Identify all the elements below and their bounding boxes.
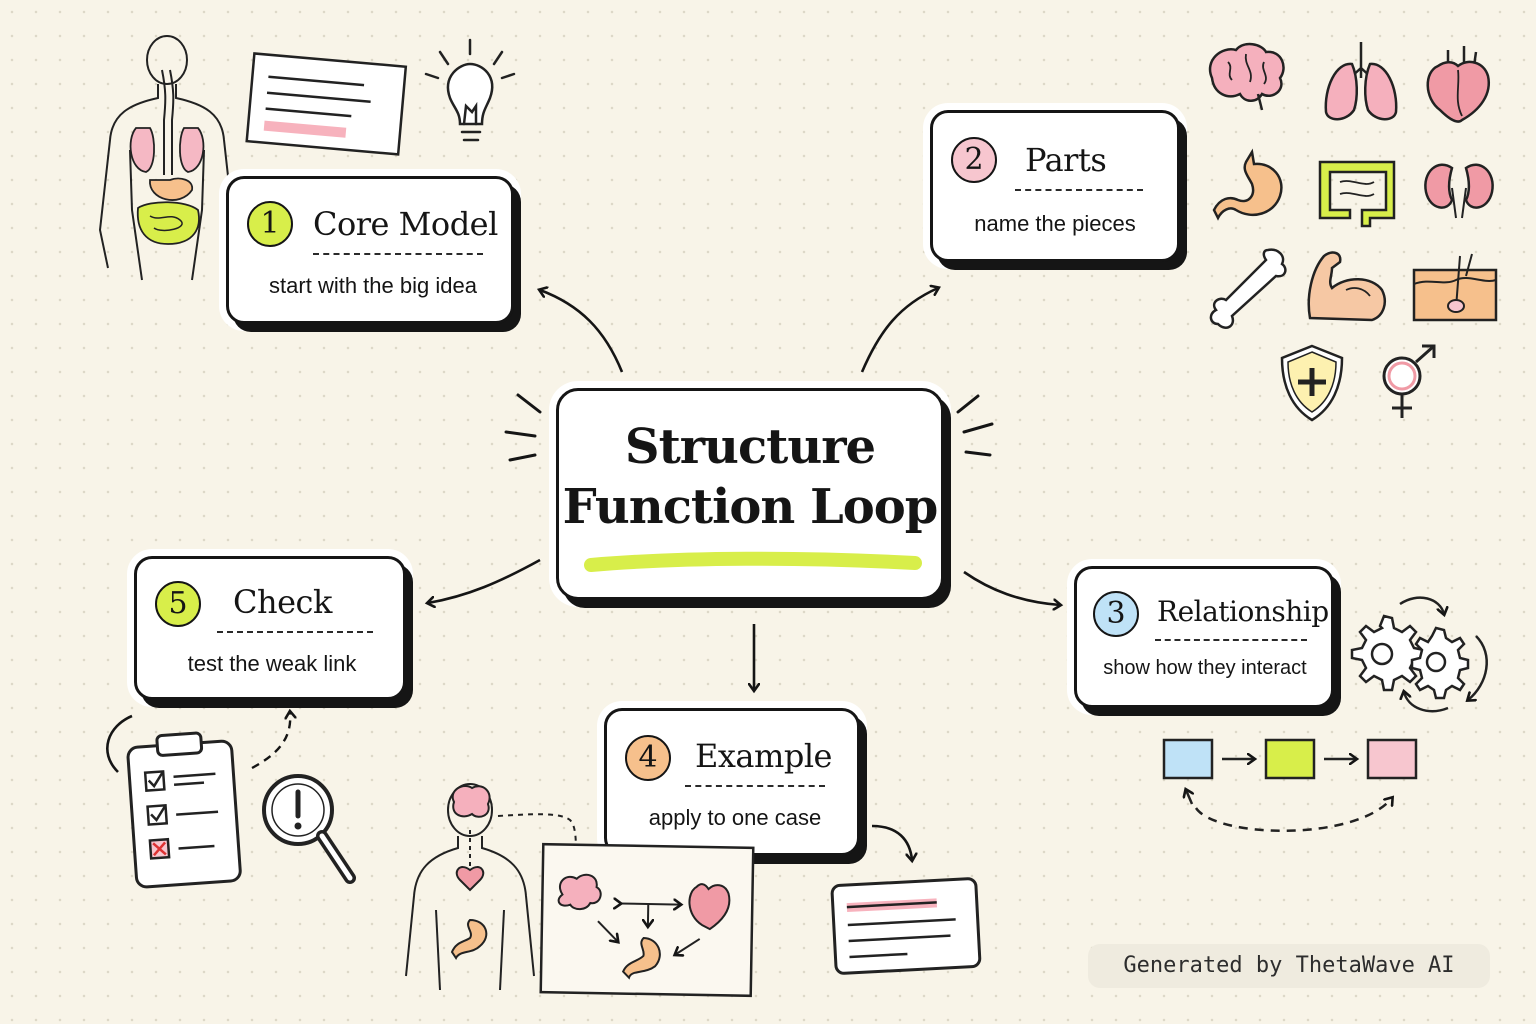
card-title: Relationship [1157,595,1329,628]
human-body-digestive-sketch [98,35,236,281]
card-subtitle: apply to one case [648,805,822,830]
human-body-example-sketch [405,783,581,991]
flow-boxes-diagram [1162,738,1418,832]
dashed-divider [685,785,825,787]
dashed-divider [217,631,373,633]
result-note-card [830,877,982,975]
badge-5: 5 [155,581,201,627]
burst-lines [504,393,994,462]
card-title: Check [233,583,332,621]
organ-interaction-panel [539,842,755,998]
check-loop-right [251,712,290,770]
brain-icon [1208,42,1285,111]
stomach-icon [1212,148,1283,221]
reproductive-symbol-icon [1382,344,1436,418]
dashed-divider [1155,639,1307,641]
badge-2: 2 [951,137,997,183]
arrow-to-parts [860,288,938,373]
center-card-structure-function-loop[interactable]: Structure Function Loop [556,388,944,600]
arrow-example-out [871,824,912,860]
arrow-to-relationship [963,570,1060,605]
card-title: Parts [1025,141,1107,179]
badge-4: 4 [625,735,671,781]
intestine-icon [1318,160,1396,228]
card-title: Example [695,737,832,775]
card-subtitle: test the weak link [187,651,357,676]
heart-icon [1426,46,1491,123]
dashed-divider [1015,189,1143,191]
arrow-to-check [428,558,541,603]
highlight-underline [584,551,922,572]
card-example[interactable]: 4 Example apply to one case [604,708,860,856]
check-loop-left [106,714,133,773]
badge-3: 3 [1093,591,1139,637]
center-title-line1: Structure [624,419,876,475]
card-subtitle: show how they interact [1103,657,1307,679]
card-title: Core Model [313,205,498,243]
muscle-arm-icon [1307,251,1386,322]
generated-by-label: Generated by ThetaWave AI [1088,944,1490,988]
card-subtitle: name the pieces [974,211,1136,236]
card-parts[interactable]: 2 Parts name the pieces [930,110,1180,262]
note-card-sketch [245,52,408,156]
bone-icon [1209,248,1287,329]
skin-icon [1412,253,1498,322]
center-title-line2: Function Loop [562,479,939,535]
kidneys-icon [1424,163,1494,219]
arrow-to-core-model [540,290,624,373]
card-core-model[interactable]: 1 Core Model start with the big idea [226,176,514,324]
card-subtitle: start with the big idea [269,273,477,298]
lungs-icon [1324,42,1398,121]
immune-shield-icon [1280,344,1344,422]
card-relationship[interactable]: 3 Relationship show how they interact [1074,566,1334,708]
badge-1: 1 [247,201,293,247]
clipboard-checklist-icon [126,731,242,889]
lightbulb-icon [424,38,516,142]
gears-cycle-icon [1350,596,1488,713]
dashed-divider [313,253,483,255]
card-check[interactable]: 5 Check test the weak link [134,556,406,700]
magnifier-alert-icon [262,774,356,884]
